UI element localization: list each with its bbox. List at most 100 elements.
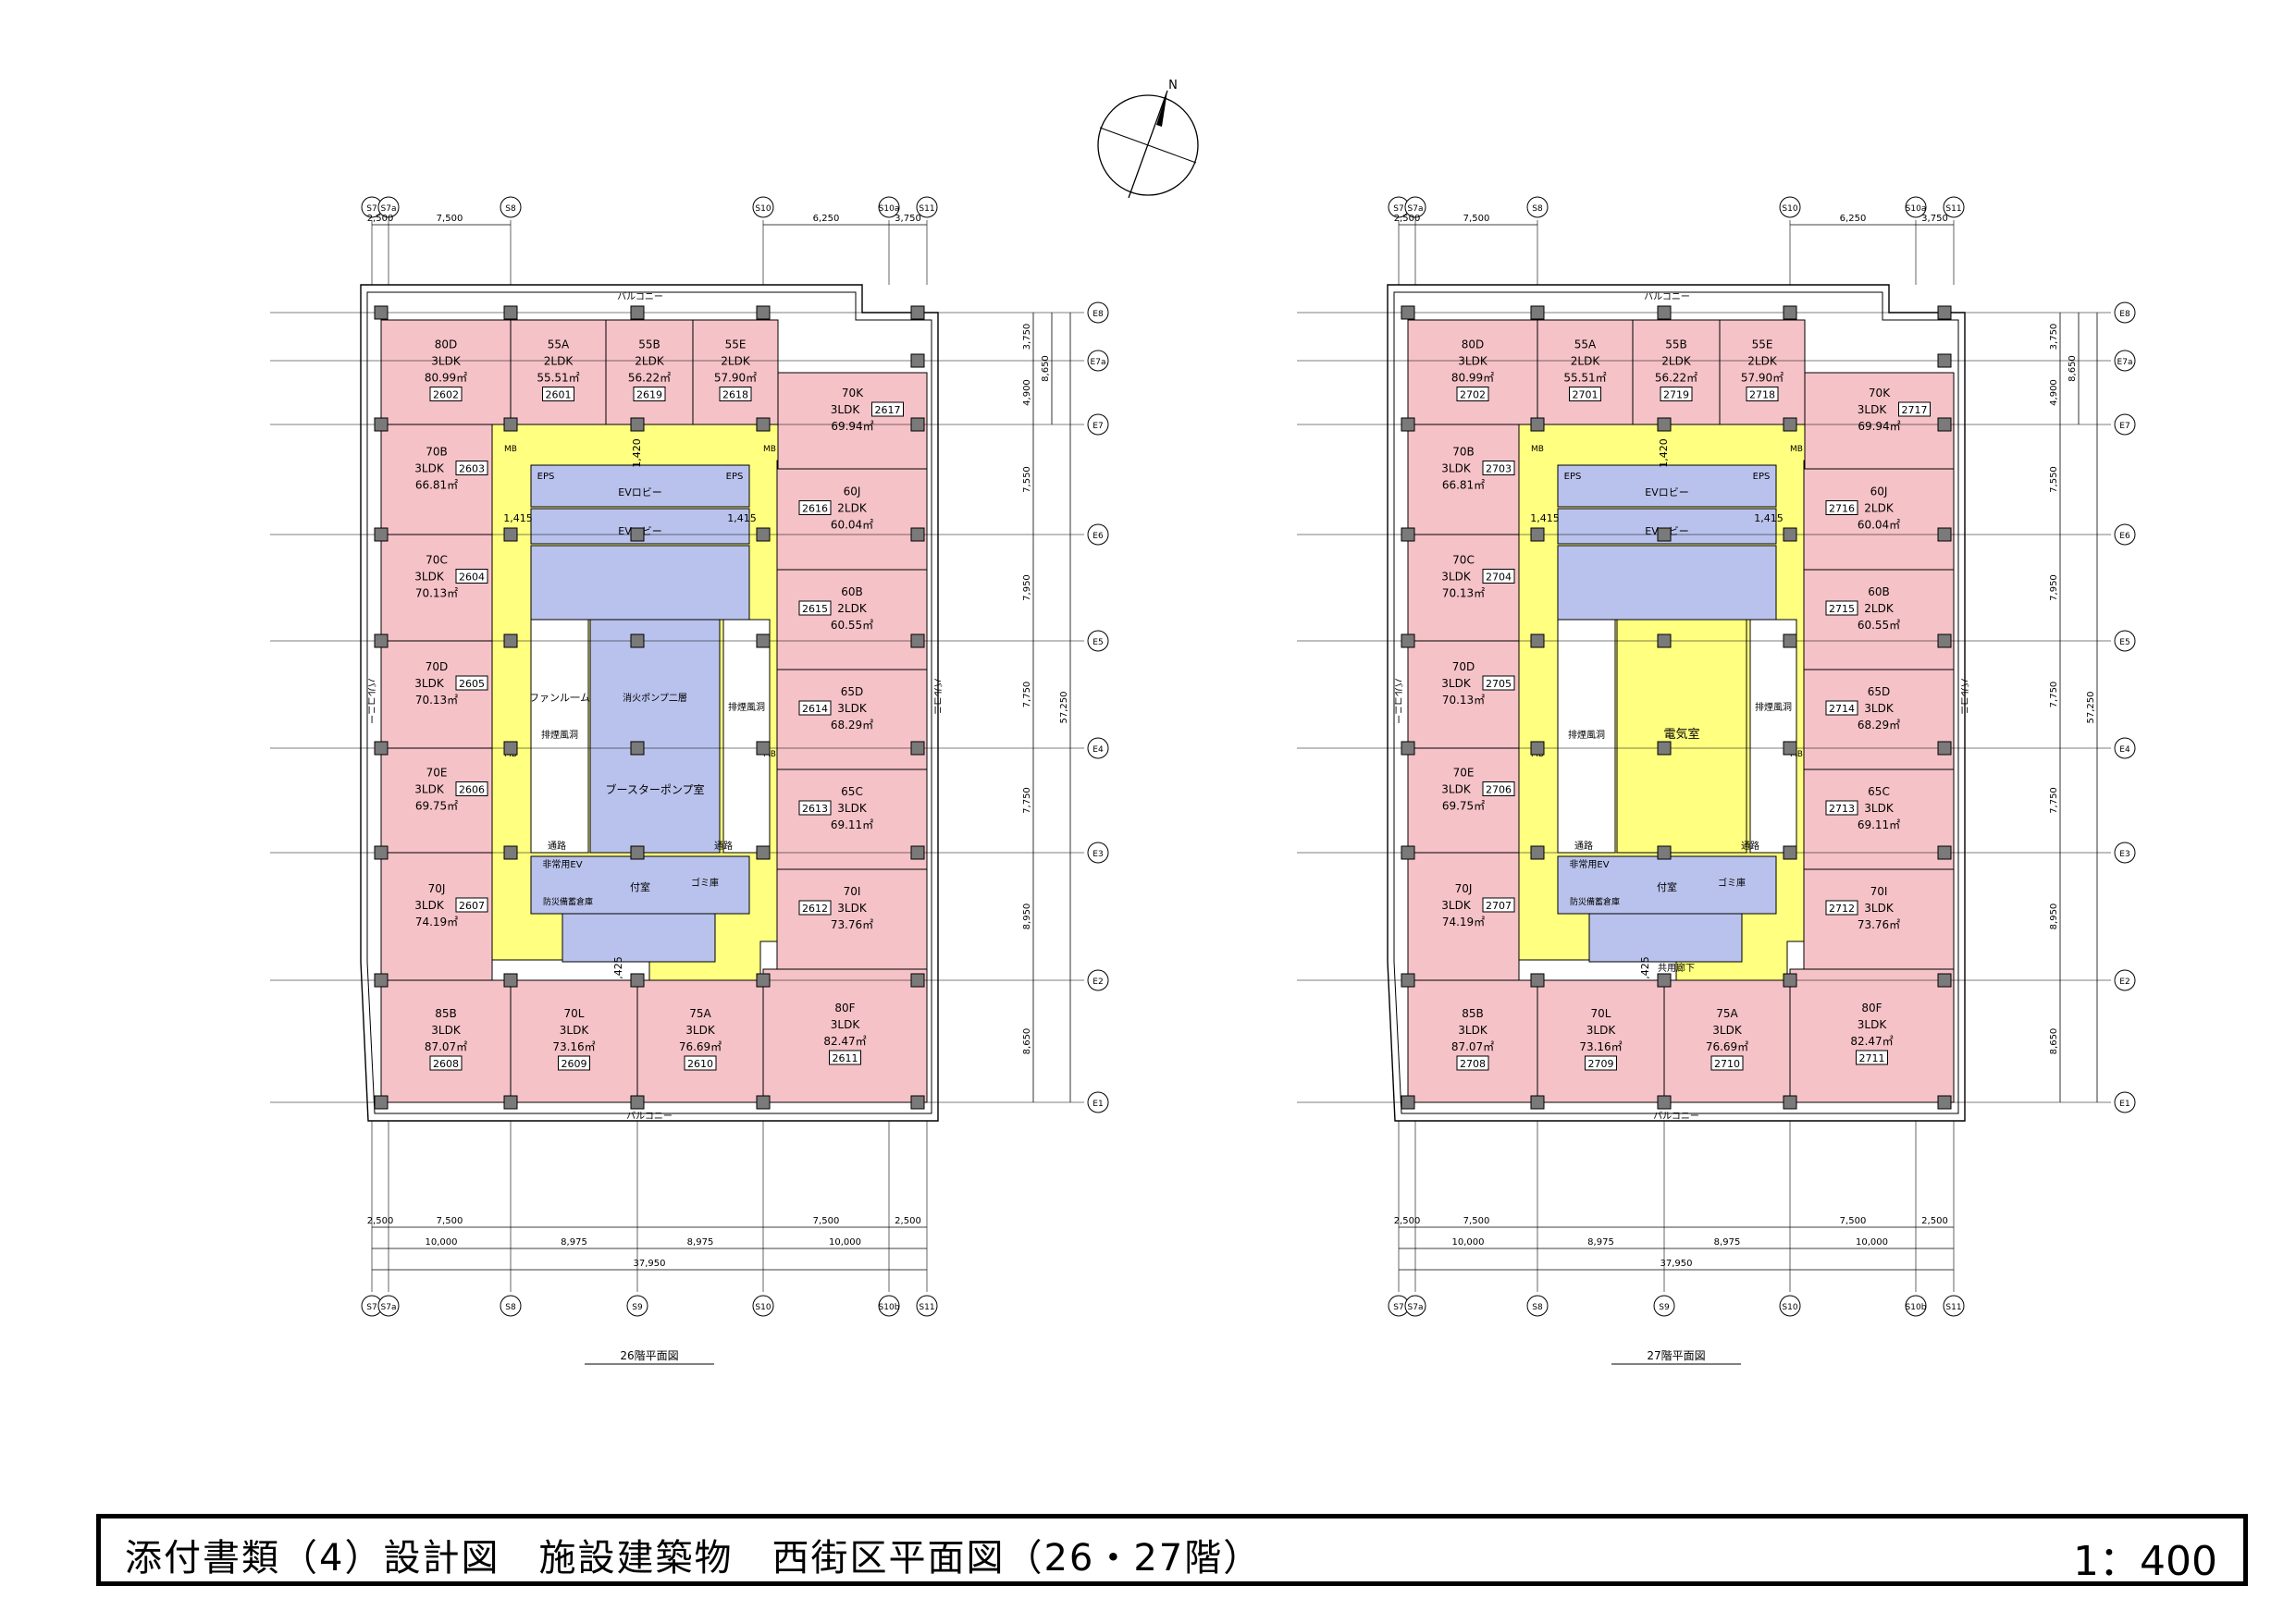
unit-area: 87.07㎡ xyxy=(1451,1040,1494,1053)
unit-room xyxy=(1663,979,1791,1103)
dim-text: 3,750 xyxy=(1022,324,1032,350)
dim-text: 7,500 xyxy=(1840,1216,1867,1226)
unit-layout: 3LDK xyxy=(414,899,445,912)
structural-column xyxy=(1783,973,1797,988)
unit-layout: 3LDK xyxy=(1441,571,1472,584)
structural-column xyxy=(1657,417,1672,432)
col-bubble xyxy=(916,196,938,218)
unit-type: 70I xyxy=(844,885,861,898)
unit-area: 60.55㎡ xyxy=(1858,619,1900,632)
col-label: S9 xyxy=(632,1303,643,1312)
unit-type: 70D xyxy=(426,660,449,673)
unit-number-box xyxy=(1710,1055,1744,1071)
structural-column xyxy=(1530,973,1545,988)
col-bubble xyxy=(1779,1295,1801,1317)
structural-column xyxy=(1401,417,1415,432)
disaster-stock-label: 防災備蓄倉庫 xyxy=(1570,896,1620,907)
dim-text: 8,975 xyxy=(561,1237,587,1248)
core-dim: 1,415 xyxy=(727,512,757,524)
col-bubble xyxy=(500,196,522,218)
dim-text: 8,950 xyxy=(1022,904,1032,930)
structural-column xyxy=(1937,417,1952,432)
unit-room xyxy=(776,868,928,970)
unit-number-box xyxy=(1482,569,1515,584)
structural-column xyxy=(756,527,771,542)
balcony-outline xyxy=(360,284,939,1122)
unit-number: 2714 xyxy=(1829,703,1855,715)
unit-type: 70K xyxy=(842,387,864,400)
structural-column xyxy=(1783,527,1797,542)
structural-column xyxy=(503,417,518,432)
unit-area: 68.29㎡ xyxy=(1858,719,1900,732)
unit-room xyxy=(380,319,512,425)
structural-column xyxy=(1657,527,1672,542)
dim-text: 7,500 xyxy=(437,214,463,224)
north-compass: N xyxy=(1097,79,1199,199)
unit-number: 2710 xyxy=(1714,1058,1740,1070)
unit-number: 2708 xyxy=(1460,1058,1486,1070)
eps-label: EPS xyxy=(537,472,555,482)
unit-number: 2601 xyxy=(546,389,572,401)
unit-layout: 3LDK xyxy=(1586,1024,1617,1037)
unit-number-box xyxy=(455,781,488,796)
unit-type: 80D xyxy=(1462,338,1485,351)
structural-column xyxy=(1783,1095,1797,1110)
col-label: S8 xyxy=(1532,1303,1543,1312)
unit-number-box xyxy=(1825,500,1858,515)
col-label: S11 xyxy=(919,204,934,214)
unit-layout: 3LDK xyxy=(414,677,445,690)
emergency-ev-label: 非常用EV xyxy=(1569,858,1609,870)
row-label: E4 xyxy=(2119,745,2130,755)
unit-number-box xyxy=(1482,897,1515,913)
structural-column xyxy=(1937,633,1952,648)
dim-text: 7,750 xyxy=(2049,682,2059,708)
unit-area: 55.51㎡ xyxy=(537,372,579,385)
row-label: E7a xyxy=(2117,358,2133,367)
shaft-label-right: 排煙風洞 xyxy=(728,701,765,713)
unit-type: 65C xyxy=(1868,785,1890,798)
unit-number: 2704 xyxy=(1486,572,1512,584)
unit-type: 60B xyxy=(1868,585,1890,598)
eps-label: EPS xyxy=(1564,472,1582,482)
core-dim: 1,420 xyxy=(1658,438,1670,468)
unit-type: 65D xyxy=(841,685,864,698)
col-label: S7a xyxy=(381,204,397,214)
row-bubble xyxy=(1087,969,1109,991)
ev-lobby-label: EVロビー xyxy=(1645,486,1688,498)
unit-layout: 3LDK xyxy=(560,1024,590,1037)
dim-text: 2,500 xyxy=(367,214,394,224)
core-room xyxy=(1557,464,1777,508)
unit-layout: 3LDK xyxy=(685,1024,716,1037)
unit-number-box xyxy=(1825,700,1858,716)
row-label: E8 xyxy=(1092,310,1104,319)
dim-text: 7,950 xyxy=(1022,574,1032,601)
col-bubble xyxy=(1404,196,1426,218)
structural-column xyxy=(756,1095,771,1110)
dim-text: 7,950 xyxy=(2049,574,2059,601)
compass-arrow xyxy=(1156,91,1167,127)
structural-column xyxy=(1937,973,1952,988)
unit-area: 69.11㎡ xyxy=(831,818,873,831)
unit-number-box xyxy=(633,387,666,401)
unit-number: 2716 xyxy=(1829,503,1855,515)
balcony-label: バルコニー xyxy=(1653,1111,1699,1122)
pump-room-label: ブースターポンプ室 xyxy=(605,782,704,796)
row-label: E7 xyxy=(1092,422,1103,431)
structural-column xyxy=(1657,973,1672,988)
row-label: E5 xyxy=(1092,638,1103,647)
unit-type: 80F xyxy=(1861,1002,1882,1014)
dim-text: 10,000 xyxy=(1452,1237,1485,1248)
unit-area: 73.16㎡ xyxy=(1579,1040,1622,1053)
col-label: S8 xyxy=(1532,204,1543,214)
unit-number-box xyxy=(798,800,832,816)
unit-number-box xyxy=(684,1055,717,1071)
unit-type: 70C xyxy=(1452,554,1475,567)
unit-area: 73.16㎡ xyxy=(552,1040,595,1053)
unit-area: 69.75㎡ xyxy=(415,800,458,813)
